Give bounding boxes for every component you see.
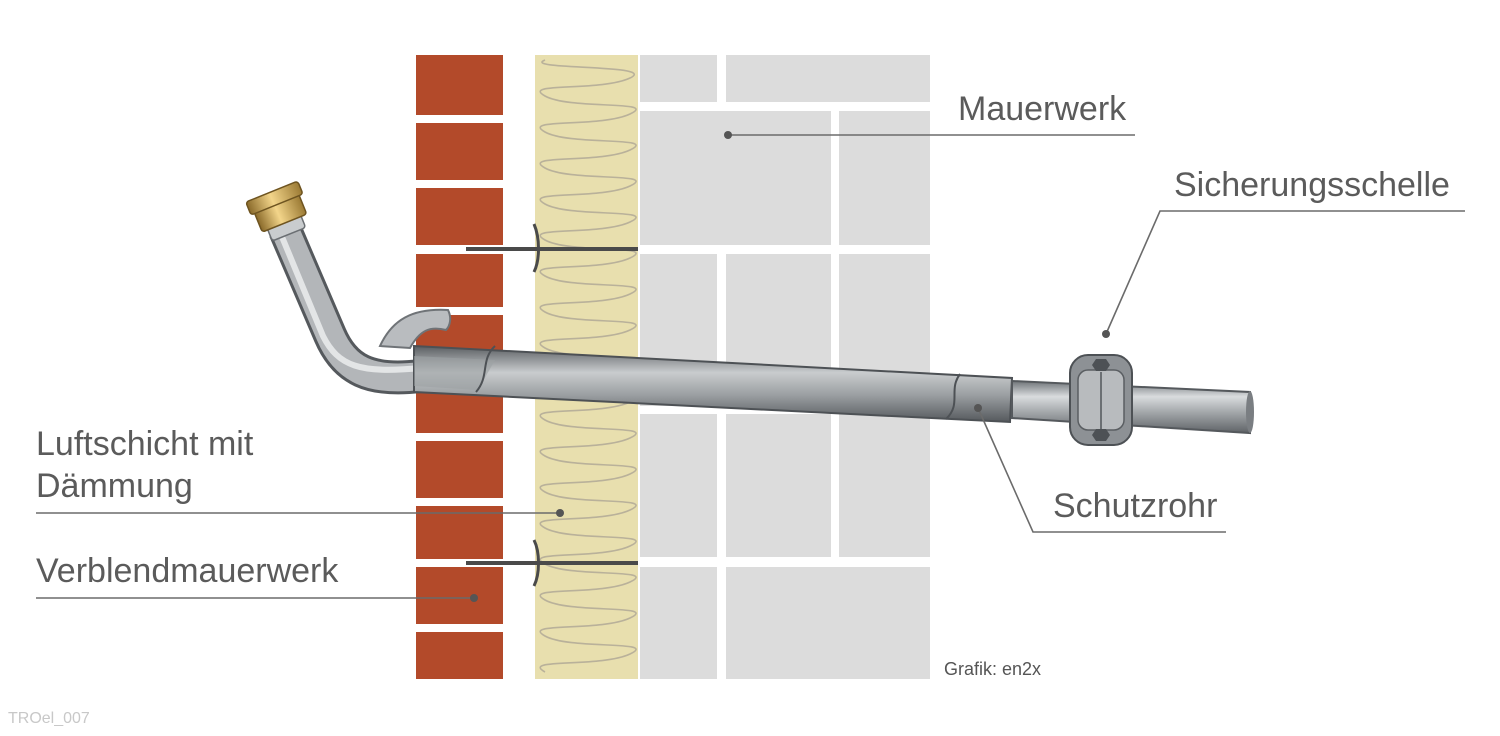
- label-sicherungsschelle: Sicherungsschelle: [1174, 166, 1450, 204]
- wall-anchor-upper: [466, 223, 638, 273]
- dot-luftschicht: [556, 509, 564, 517]
- facing-brick-wall: [416, 55, 503, 679]
- image-code: TROel_007: [8, 710, 90, 727]
- leader-lines: [36, 134, 1465, 599]
- wall-anchor-lower: [466, 539, 638, 587]
- dot-schutzrohr: [974, 404, 982, 412]
- bent-pipe: [269, 223, 423, 395]
- label-luftschicht-line2: Dämmung: [36, 467, 193, 505]
- label-mauerwerk: Mauerwerk: [958, 90, 1127, 128]
- label-verblendmauerwerk: Verblendmauerwerk: [36, 552, 339, 590]
- brass-fitting: [245, 181, 307, 241]
- dot-verblendmauerwerk: [470, 594, 478, 602]
- label-luftschicht-line1: Luftschicht mit: [36, 425, 254, 463]
- dot-mauerwerk: [724, 131, 732, 139]
- leader-schutzrohr: [977, 407, 1226, 533]
- dot-sicherungsschelle: [1102, 330, 1110, 338]
- leader-sicherungsschelle: [1105, 210, 1465, 335]
- credit-text: Grafik: en2x: [944, 659, 1042, 679]
- protective-sleeve: [413, 344, 1014, 424]
- pipe-hook: [378, 308, 452, 350]
- label-schutzrohr: Schutzrohr: [1053, 487, 1218, 525]
- securing-clamp: [1069, 354, 1133, 446]
